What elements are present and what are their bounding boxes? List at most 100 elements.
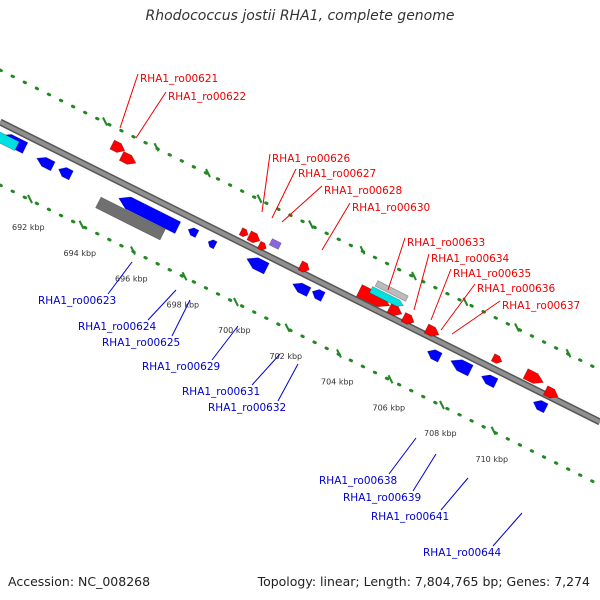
upper-gene-label: RHA1_ro00622 bbox=[168, 91, 246, 103]
reverse-gene-arrow bbox=[118, 196, 182, 234]
ruler-label: 698 kbp bbox=[167, 300, 200, 309]
ruler-tick-upper bbox=[359, 245, 366, 255]
upper-gene-leader-line bbox=[440, 283, 476, 331]
ruler-tick-lower bbox=[130, 246, 136, 255]
upper-gene-leader-line bbox=[135, 91, 167, 139]
ruler-tick-upper bbox=[153, 142, 160, 152]
genome-title: Rhodococcus jostii RHA1, complete genome bbox=[145, 8, 455, 24]
ruler-tick-upper bbox=[256, 194, 263, 204]
upper-gene-label: RHA1_ro00636 bbox=[477, 283, 556, 295]
ruler-tick-lower bbox=[78, 220, 85, 230]
ruler-tick-lower bbox=[439, 400, 445, 410]
lower-gene-leader-line bbox=[412, 453, 437, 492]
upper-gene-label: RHA1_ro00637 bbox=[502, 300, 580, 312]
lower-gene-label: RHA1_ro00639 bbox=[343, 492, 421, 504]
upper-gene-leader-line bbox=[261, 153, 271, 213]
upper-gene-label: RHA1_ro00628 bbox=[324, 185, 402, 197]
lower-gene-label: RHA1_ro00625 bbox=[102, 337, 180, 349]
reverse-gene-arrow bbox=[481, 374, 499, 389]
reverse-gene-arrow bbox=[58, 167, 74, 181]
genome-axis bbox=[0, 120, 600, 424]
upper-gene-label: RHA1_ro00633 bbox=[407, 237, 485, 249]
reverse-gene-arrow bbox=[427, 349, 443, 363]
ruler-tick-lower bbox=[387, 374, 394, 384]
rna-feature bbox=[369, 286, 404, 307]
upper-gene-leader-line bbox=[451, 300, 501, 335]
forward-gene-arrow bbox=[109, 139, 126, 153]
ruler-label: 694 kbp bbox=[64, 249, 97, 258]
forward-gene-arrow bbox=[522, 368, 544, 384]
upper-gene-leader-line bbox=[281, 185, 323, 223]
misc-feature bbox=[268, 238, 282, 250]
ruler-tick-upper bbox=[565, 348, 572, 358]
lower-gene-label: RHA1_ro00638 bbox=[319, 475, 397, 487]
upper-gene-leader-line bbox=[430, 268, 452, 321]
lower-gene-leader-line bbox=[277, 363, 299, 402]
ruler-tick-upper bbox=[514, 323, 520, 332]
upper-gene-label: RHA1_ro00635 bbox=[453, 268, 531, 280]
reverse-gene-arrow bbox=[187, 227, 200, 238]
forward-gene-arrow bbox=[542, 385, 559, 399]
pseudogene-feature bbox=[95, 196, 166, 241]
lower-gene-label: RHA1_ro00624 bbox=[78, 321, 157, 333]
rna-feature bbox=[0, 131, 20, 152]
forward-gene-arrow bbox=[246, 230, 261, 244]
forward-gene-arrow bbox=[400, 312, 415, 325]
forward-gene-arrow bbox=[118, 151, 137, 165]
ruler-tick-lower bbox=[284, 323, 291, 333]
reverse-gene-arrow bbox=[36, 157, 56, 172]
upper-gene-label: RHA1_ro00634 bbox=[431, 253, 510, 265]
lower-gene-label: RHA1_ro00631 bbox=[182, 386, 260, 398]
forward-gene-arrow bbox=[423, 323, 440, 337]
lower-gene-leader-line bbox=[171, 299, 191, 337]
lower-gene-leader-line bbox=[211, 325, 239, 361]
ruler-label: 708 kbp bbox=[424, 429, 457, 438]
forward-gene-arrow bbox=[256, 240, 267, 251]
ruler-tick-upper bbox=[411, 271, 417, 281]
upper-gene-label: RHA1_ro00627 bbox=[298, 168, 376, 180]
upper-gene-label: RHA1_ro00630 bbox=[352, 202, 430, 214]
upper-gene-leader-line bbox=[119, 73, 139, 129]
genome-info-text: Topology: linear; Length: 7,804,765 bp; … bbox=[257, 574, 590, 589]
lower-gene-leader-line bbox=[251, 353, 281, 386]
ruler-tick-upper bbox=[102, 117, 108, 126]
ruler-label: 710 kbp bbox=[476, 455, 509, 464]
reverse-gene-arrow bbox=[246, 257, 270, 275]
lower-gene-label: RHA1_ro00629 bbox=[142, 361, 220, 373]
lower-gene-label: RHA1_ro00644 bbox=[423, 547, 502, 559]
ruler-label: 706 kbp bbox=[373, 403, 406, 412]
ruler-label: 692 kbp bbox=[12, 223, 45, 232]
ruler-tick-lower bbox=[233, 297, 239, 307]
reverse-gene-arrow bbox=[207, 239, 218, 250]
lower-gene-leader-line bbox=[440, 477, 469, 511]
lower-gene-label: RHA1_ro00623 bbox=[38, 295, 116, 307]
ruler-tick-upper bbox=[308, 220, 314, 229]
ruler-tick-lower bbox=[336, 349, 342, 358]
ruler-label: 704 kbp bbox=[321, 378, 354, 387]
reverse-gene-arrow bbox=[532, 400, 549, 414]
upper-gene-leader-line bbox=[321, 202, 351, 251]
upper-gene-leader-line bbox=[387, 237, 406, 291]
forward-gene-arrow bbox=[238, 227, 249, 238]
ruler-label: 696 kbp bbox=[115, 275, 148, 284]
reverse-gene-arrow bbox=[292, 282, 312, 297]
ruler-tick-lower bbox=[490, 426, 497, 436]
pseudogene-feature bbox=[374, 280, 409, 302]
reverse-gene-arrow bbox=[450, 359, 474, 377]
ruler-tick-lower bbox=[27, 194, 33, 204]
lower-gene-leader-line bbox=[492, 512, 523, 547]
lower-gene-leader-line bbox=[147, 289, 177, 321]
reverse-gene-arrow bbox=[311, 289, 326, 302]
ruler-label: 702 kbp bbox=[270, 352, 303, 361]
forward-gene-arrow bbox=[297, 260, 310, 273]
ruler-tick-lower bbox=[181, 271, 188, 281]
upper-gene-label: RHA1_ro00626 bbox=[272, 153, 351, 165]
ruler-tick-upper bbox=[205, 168, 211, 178]
upper-gene-label: RHA1_ro00621 bbox=[140, 73, 218, 85]
lower-gene-label: RHA1_ro00641 bbox=[371, 511, 449, 523]
upper-gene-leader-line bbox=[271, 168, 297, 219]
forward-gene-arrow bbox=[490, 353, 503, 364]
upper-gene-leader-line bbox=[413, 253, 430, 311]
lower-gene-leader-line bbox=[388, 437, 417, 475]
lower-gene-leader-line bbox=[107, 261, 133, 295]
